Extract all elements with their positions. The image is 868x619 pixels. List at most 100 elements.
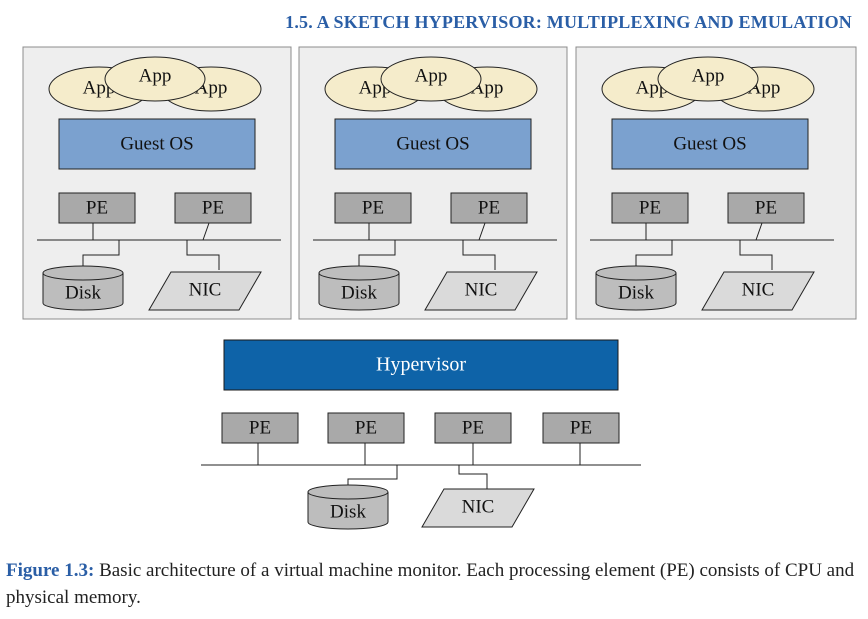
figure-caption: Figure 1.3: Basic architecture of a virt…	[6, 557, 862, 611]
vm-1-pe-1-box	[58, 192, 136, 224]
vm-3-disk-label: Disk	[618, 282, 654, 303]
host-pe-4-box	[542, 412, 620, 444]
vm-2-pe-2-box	[450, 192, 528, 224]
vm-2-nic-shape	[424, 271, 538, 311]
figure-label: Figure 1.3:	[6, 560, 95, 581]
vm-1-guest-os-label: Guest OS	[120, 133, 193, 154]
vm-2-pe-2-label: PE	[478, 197, 500, 218]
host-pe-2: PE	[327, 412, 405, 444]
vm-2-pe-1-label: PE	[362, 197, 384, 218]
vm-1-nic-label: NIC	[189, 279, 222, 300]
vm-2-app-2-label: App	[415, 65, 448, 86]
vm-3-pe-2-link	[755, 222, 763, 241]
vm-3-guest-os-label: Guest OS	[673, 133, 746, 154]
vm-3-pe-2-box	[727, 192, 805, 224]
vm-3-pe-1-box	[611, 192, 689, 224]
vm-2-app-2: App	[380, 56, 482, 102]
vm-3-nic-link	[739, 240, 773, 270]
vm-2-disk-label: Disk	[341, 282, 377, 303]
host-disk: Disk	[307, 484, 389, 530]
vm-1-pe-1: PE	[58, 192, 136, 224]
vm-2-guest-os-box	[334, 118, 532, 170]
host-nic-link	[458, 465, 488, 490]
vm-1-pe-2-label: PE	[202, 197, 224, 218]
vm-2-nic-label: NIC	[465, 279, 498, 300]
vm-1-nic-shape	[148, 271, 262, 311]
vm-2-pe-2-link	[478, 222, 486, 241]
vm-2-nic-link	[462, 240, 496, 270]
vm-3-guest-os-box	[611, 118, 809, 170]
vm-3-disk-body	[595, 273, 677, 311]
vm-1-nic: NIC	[148, 271, 262, 311]
vm-2-pe-1: PE	[334, 192, 412, 224]
vm-3-nic: NIC	[701, 271, 815, 311]
vm-1-disk: Disk	[42, 265, 124, 311]
host-disk-body	[307, 492, 389, 530]
vm-3-app-2-ellipse	[657, 56, 759, 102]
vm-1-guest-os: Guest OS	[58, 118, 256, 170]
vm-2-pe-2: PE	[450, 192, 528, 224]
vm-2-nic: NIC	[424, 271, 538, 311]
vm-1-nic-link	[186, 240, 220, 270]
host-pe-1: PE	[221, 412, 299, 444]
vm-1-disk-label: Disk	[65, 282, 101, 303]
vm-3-disk: Disk	[595, 265, 677, 311]
vm-3-app-2: App	[657, 56, 759, 102]
figure-caption-text: Basic architecture of a virtual machine …	[6, 560, 855, 608]
vm-1-disk-link	[82, 240, 120, 270]
vm-1-pe-2-link	[202, 222, 210, 241]
vm-3-disk-top	[595, 265, 677, 281]
vm-1-app-2: App	[104, 56, 206, 102]
vm-1-pe-2: PE	[174, 192, 252, 224]
vm-3-nic-label: NIC	[742, 279, 775, 300]
vm-1-disk-body	[42, 273, 124, 311]
section-header: 1.5. A SKETCH HYPERVISOR: MULTIPLEXING A…	[285, 12, 852, 32]
host-pe-3-label: PE	[462, 417, 484, 438]
host-pe-3-box	[434, 412, 512, 444]
host-pe-4-label: PE	[570, 417, 592, 438]
vm-1-app-2-label: App	[139, 65, 172, 86]
vm-3-pe-1: PE	[611, 192, 689, 224]
vm-1-guest-os-box	[58, 118, 256, 170]
vm-2-disk: Disk	[318, 265, 400, 311]
vm-3-pe-1-label: PE	[639, 197, 661, 218]
host-nic-shape	[421, 488, 535, 528]
vm-1-disk-top	[42, 265, 124, 281]
host-pe-2-box	[327, 412, 405, 444]
host-pe-4: PE	[542, 412, 620, 444]
vm-3-disk-link	[635, 240, 673, 270]
vm-2-disk-body	[318, 273, 400, 311]
vm-1-pe-1-label: PE	[86, 197, 108, 218]
host-pe-1-box	[221, 412, 299, 444]
hypervisor-box	[223, 339, 619, 391]
vm-3-app-2-label: App	[692, 65, 725, 86]
vm-3-nic-shape	[701, 271, 815, 311]
vm-2-app-2-ellipse	[380, 56, 482, 102]
vm-3-pe-2-label: PE	[755, 197, 777, 218]
vm-3-guest-os: Guest OS	[611, 118, 809, 170]
vm-1-app-2-ellipse	[104, 56, 206, 102]
host-hardware: PE PE PE PE Disk NIC	[201, 412, 641, 530]
host-disk-label: Disk	[330, 501, 366, 522]
hypervisor-block: Hypervisor	[223, 339, 619, 391]
vm-1-pe-2-box	[174, 192, 252, 224]
vm-2-pe-1-box	[334, 192, 412, 224]
vm-2-disk-top	[318, 265, 400, 281]
vm-2-disk-link	[358, 240, 396, 270]
host-nic: NIC	[421, 488, 535, 528]
host-disk-top	[307, 484, 389, 500]
host-pe-3: PE	[434, 412, 512, 444]
vm-2-guest-os-label: Guest OS	[396, 133, 469, 154]
vm-3-pe-2: PE	[727, 192, 805, 224]
host-pe-1-label: PE	[249, 417, 271, 438]
host-nic-label: NIC	[462, 496, 495, 517]
hypervisor-label: Hypervisor	[376, 354, 466, 376]
host-pe-2-label: PE	[355, 417, 377, 438]
